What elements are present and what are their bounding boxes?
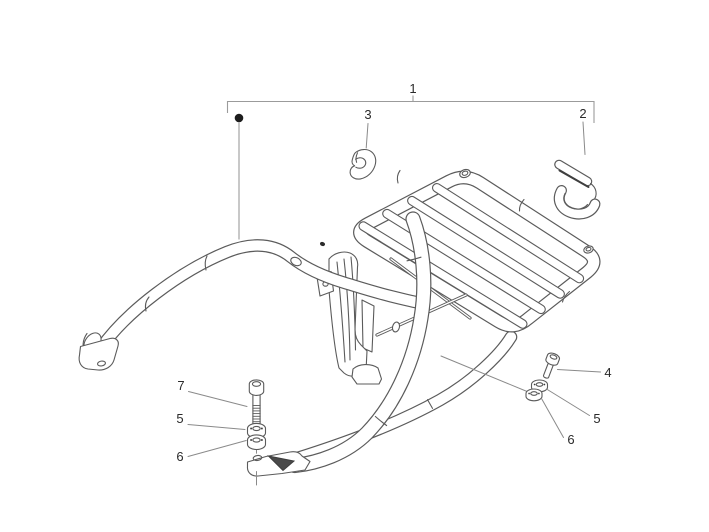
rack-slat bbox=[432, 183, 585, 284]
rack-slat bbox=[358, 221, 528, 329]
callout-label-6-right: 6 bbox=[567, 432, 574, 447]
rubber-clip-small bbox=[349, 148, 377, 180]
plate-shadow bbox=[266, 455, 296, 472]
rivet-dark bbox=[319, 241, 326, 247]
grommet-lower-left bbox=[246, 434, 267, 451]
bolt-short bbox=[542, 352, 561, 379]
callout-labels: 1 2 3 4 5 5 6 6 7 bbox=[176, 81, 611, 464]
left-foot-plate bbox=[78, 337, 119, 371]
callout-label-7: 7 bbox=[177, 378, 184, 393]
mount-axis-line-right bbox=[440, 355, 530, 393]
callout-label-2: 2 bbox=[579, 106, 586, 121]
callout-label-3: 3 bbox=[364, 107, 371, 122]
grab-rail-left-arm bbox=[78, 239, 425, 371]
rack-slat bbox=[407, 195, 565, 299]
bottom-foot-plate bbox=[246, 445, 311, 486]
rail-end-boss bbox=[290, 256, 302, 267]
rack-support-tube bbox=[281, 330, 518, 468]
callout-bracket-1 bbox=[226, 95, 595, 240]
bolt-long bbox=[248, 379, 265, 425]
bracket-channel bbox=[351, 364, 383, 385]
luggage-rack-platform bbox=[353, 168, 601, 333]
bolt-threads bbox=[252, 405, 261, 423]
rubber-clip-large bbox=[553, 159, 601, 220]
hoop-boss bbox=[391, 321, 401, 333]
callout-label-5-left: 5 bbox=[176, 411, 183, 426]
callout-label-5-right: 5 bbox=[593, 411, 600, 426]
reference-dot bbox=[234, 113, 244, 123]
callout-label-4: 4 bbox=[604, 365, 611, 380]
callout-label-6-left: 6 bbox=[176, 449, 183, 464]
washer-lower-right bbox=[525, 388, 543, 402]
callout-label-1: 1 bbox=[409, 81, 416, 96]
rivet bbox=[459, 168, 471, 179]
rivet bbox=[583, 245, 594, 254]
grab-rail-rear-hoop bbox=[287, 211, 432, 474]
leader-lines bbox=[187, 121, 601, 457]
